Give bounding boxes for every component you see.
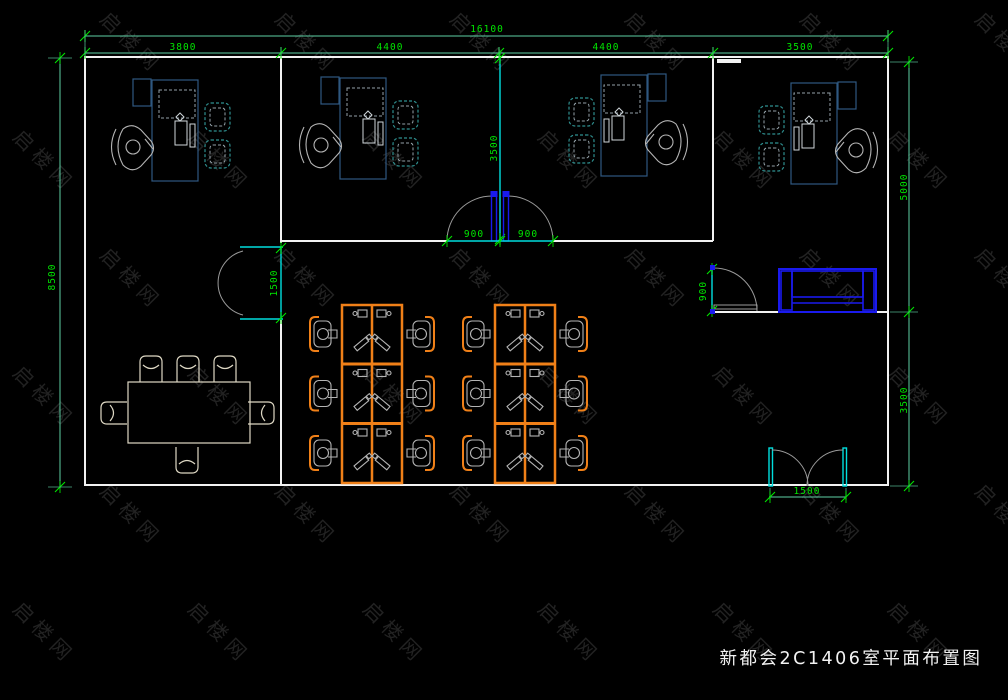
dim-meeting-door: 1500: [269, 270, 280, 297]
executive-desk-set-4: [759, 82, 878, 184]
dim-lounge-door: 900: [698, 281, 709, 301]
dim-right-upper: 5000: [899, 174, 910, 201]
dimension-left: 8500: [47, 51, 66, 494]
dim-overall-width: 16100: [470, 24, 504, 35]
plan-title: 新都会2C1406室平面布置图: [720, 649, 983, 669]
dim-exit-door: 1500: [794, 486, 821, 497]
dim-seg-4: 3500: [787, 42, 814, 53]
main-entrance-double-door: 900 900: [441, 191, 559, 248]
dim-entrance-left: 900: [464, 229, 484, 240]
sofa: [778, 268, 877, 313]
dimension-top-inner: 3800 4400 4400 3500: [79, 42, 894, 60]
executive-desk-set-1: [112, 79, 231, 181]
executive-desk-set-2: [300, 77, 419, 179]
dimension-top-outer: 16100: [79, 24, 894, 43]
dim-entrance-right: 900: [518, 229, 538, 240]
dimension-right: 5000 3500: [899, 55, 915, 493]
workstation-cluster-left: [310, 305, 434, 483]
lounge-door: 900: [698, 262, 758, 318]
dim-seg-1: 3800: [170, 42, 197, 53]
dim-office-depth: 3500: [489, 135, 500, 162]
workstation-cluster-right: [463, 305, 587, 483]
conference-table-set: [100, 355, 275, 474]
top-wall-column: [717, 59, 741, 63]
dimension-office-depth: 3500: [489, 51, 506, 246]
dim-seg-3: 4400: [593, 42, 620, 53]
dim-left-height: 8500: [47, 264, 58, 291]
exit-double-door: 1500: [764, 447, 852, 504]
dim-right-lower: 3500: [899, 387, 910, 414]
meeting-room-door: 1500: [217, 241, 287, 325]
extension-lines: [48, 30, 918, 500]
executive-desk-set-3: [569, 74, 688, 176]
dim-seg-2: 4400: [377, 42, 404, 53]
walls: [84, 56, 889, 486]
